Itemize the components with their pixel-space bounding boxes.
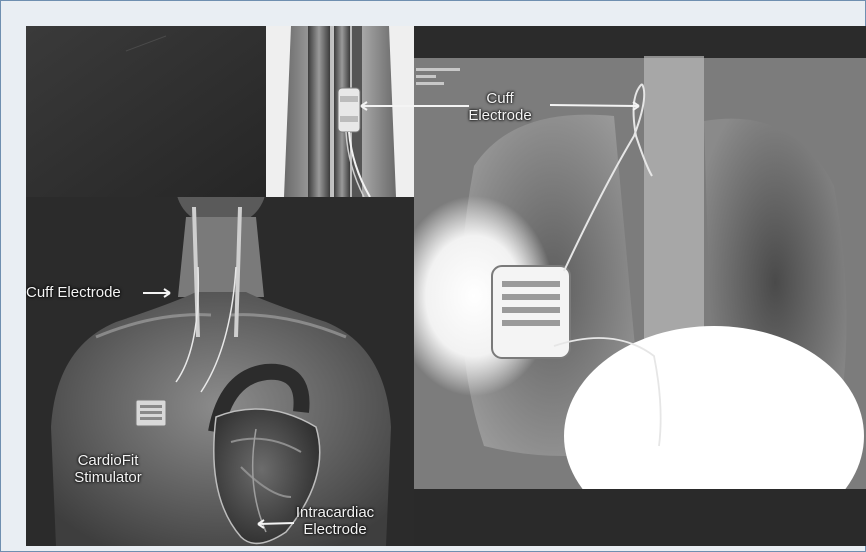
torso-graphic — [26, 197, 414, 546]
dark-texture-panel — [26, 26, 266, 197]
stimulator-label-line1: CardioFit — [63, 452, 153, 469]
cuff-label-line1: Cuff — [463, 90, 537, 107]
dark-texture-graphic — [26, 26, 266, 197]
intracardiac-label-line2: Electrode — [290, 521, 380, 538]
figure-composite: Cuff Electrode CardioFit Stimulator Intr… — [26, 26, 866, 546]
torso-illustration: Cuff Electrode CardioFit Stimulator Intr… — [26, 197, 414, 546]
intracardiac-label-line1: Intracardiac — [290, 504, 380, 521]
cuff-label-line2: Electrode — [463, 107, 537, 124]
intracardiac-electrode-label: Intracardiac Electrode — [290, 504, 380, 538]
cuff-arrow-top-left — [359, 96, 479, 116]
stimulator-label-line2: Stimulator — [63, 469, 153, 486]
cuff-electrode-top-label: Cuff Electrode — [463, 90, 537, 124]
stimulator-label: CardioFit Stimulator — [63, 452, 153, 486]
cuff-electrode-left-label: Cuff Electrode — [26, 284, 121, 301]
